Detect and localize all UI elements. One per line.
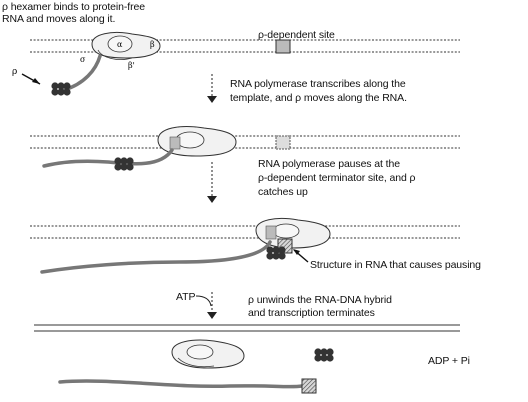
rna-transcript (42, 148, 174, 168)
rna-polymerase (255, 217, 331, 249)
released-rna (58, 379, 304, 389)
down-arrow-2 (207, 162, 217, 203)
site-label: ρ-dependent site (258, 29, 335, 41)
rna-structure-hatched (301, 378, 317, 394)
rna-polymerase (157, 126, 237, 157)
beta-label: β (150, 40, 155, 49)
rho-hexamer (266, 246, 286, 260)
rho-pointer-arrowhead (32, 78, 40, 84)
step3-caption-line1: RNA polymerase pauses at the (258, 158, 400, 170)
rho-label: ρ (12, 67, 17, 77)
rho-hexamer (314, 348, 334, 362)
rna-transcript (40, 240, 272, 274)
stage-3 (30, 217, 460, 274)
stage-1: α β β' σ ρ (12, 31, 460, 96)
beta-prime-label: β' (128, 61, 135, 70)
rna-polymerase (91, 31, 161, 60)
atp-label: ATP (176, 291, 196, 303)
stage-4 (34, 324, 460, 394)
stage-2 (30, 126, 460, 171)
step4-caption-line1: ρ unwinds the RNA-DNA hybrid (248, 294, 392, 306)
structure-pointer-arrowhead (293, 249, 300, 255)
rho-dependent-site-box (275, 39, 291, 54)
step3-caption-line3: catches up (258, 186, 308, 198)
sigma-label: σ (80, 55, 86, 64)
rho-dependent-site-box (275, 135, 291, 150)
step2-caption-line2: template, and ρ moves along the RNA. (230, 92, 407, 104)
rna-polymerase (171, 339, 245, 369)
step4-caption-line2: and transcription terminates (248, 307, 375, 319)
down-arrow-3 (195, 292, 217, 319)
down-arrow-1 (207, 74, 217, 103)
alpha-label: α (117, 40, 123, 49)
adp-label: ADP + Pi (428, 355, 470, 367)
structure-label: Structure in RNA that causes pausing (310, 259, 481, 271)
step1-caption-line2: RNA and moves along it. (2, 13, 116, 25)
rho-hexamer (114, 157, 134, 171)
step2-caption-line1: RNA polymerase transcribes along the (230, 78, 406, 90)
rho-hexamer (51, 82, 71, 96)
step1-caption-line1: ρ hexamer binds to protein-free (2, 1, 145, 13)
step3-caption-line2: ρ-dependent terminator site, and ρ (258, 172, 416, 184)
